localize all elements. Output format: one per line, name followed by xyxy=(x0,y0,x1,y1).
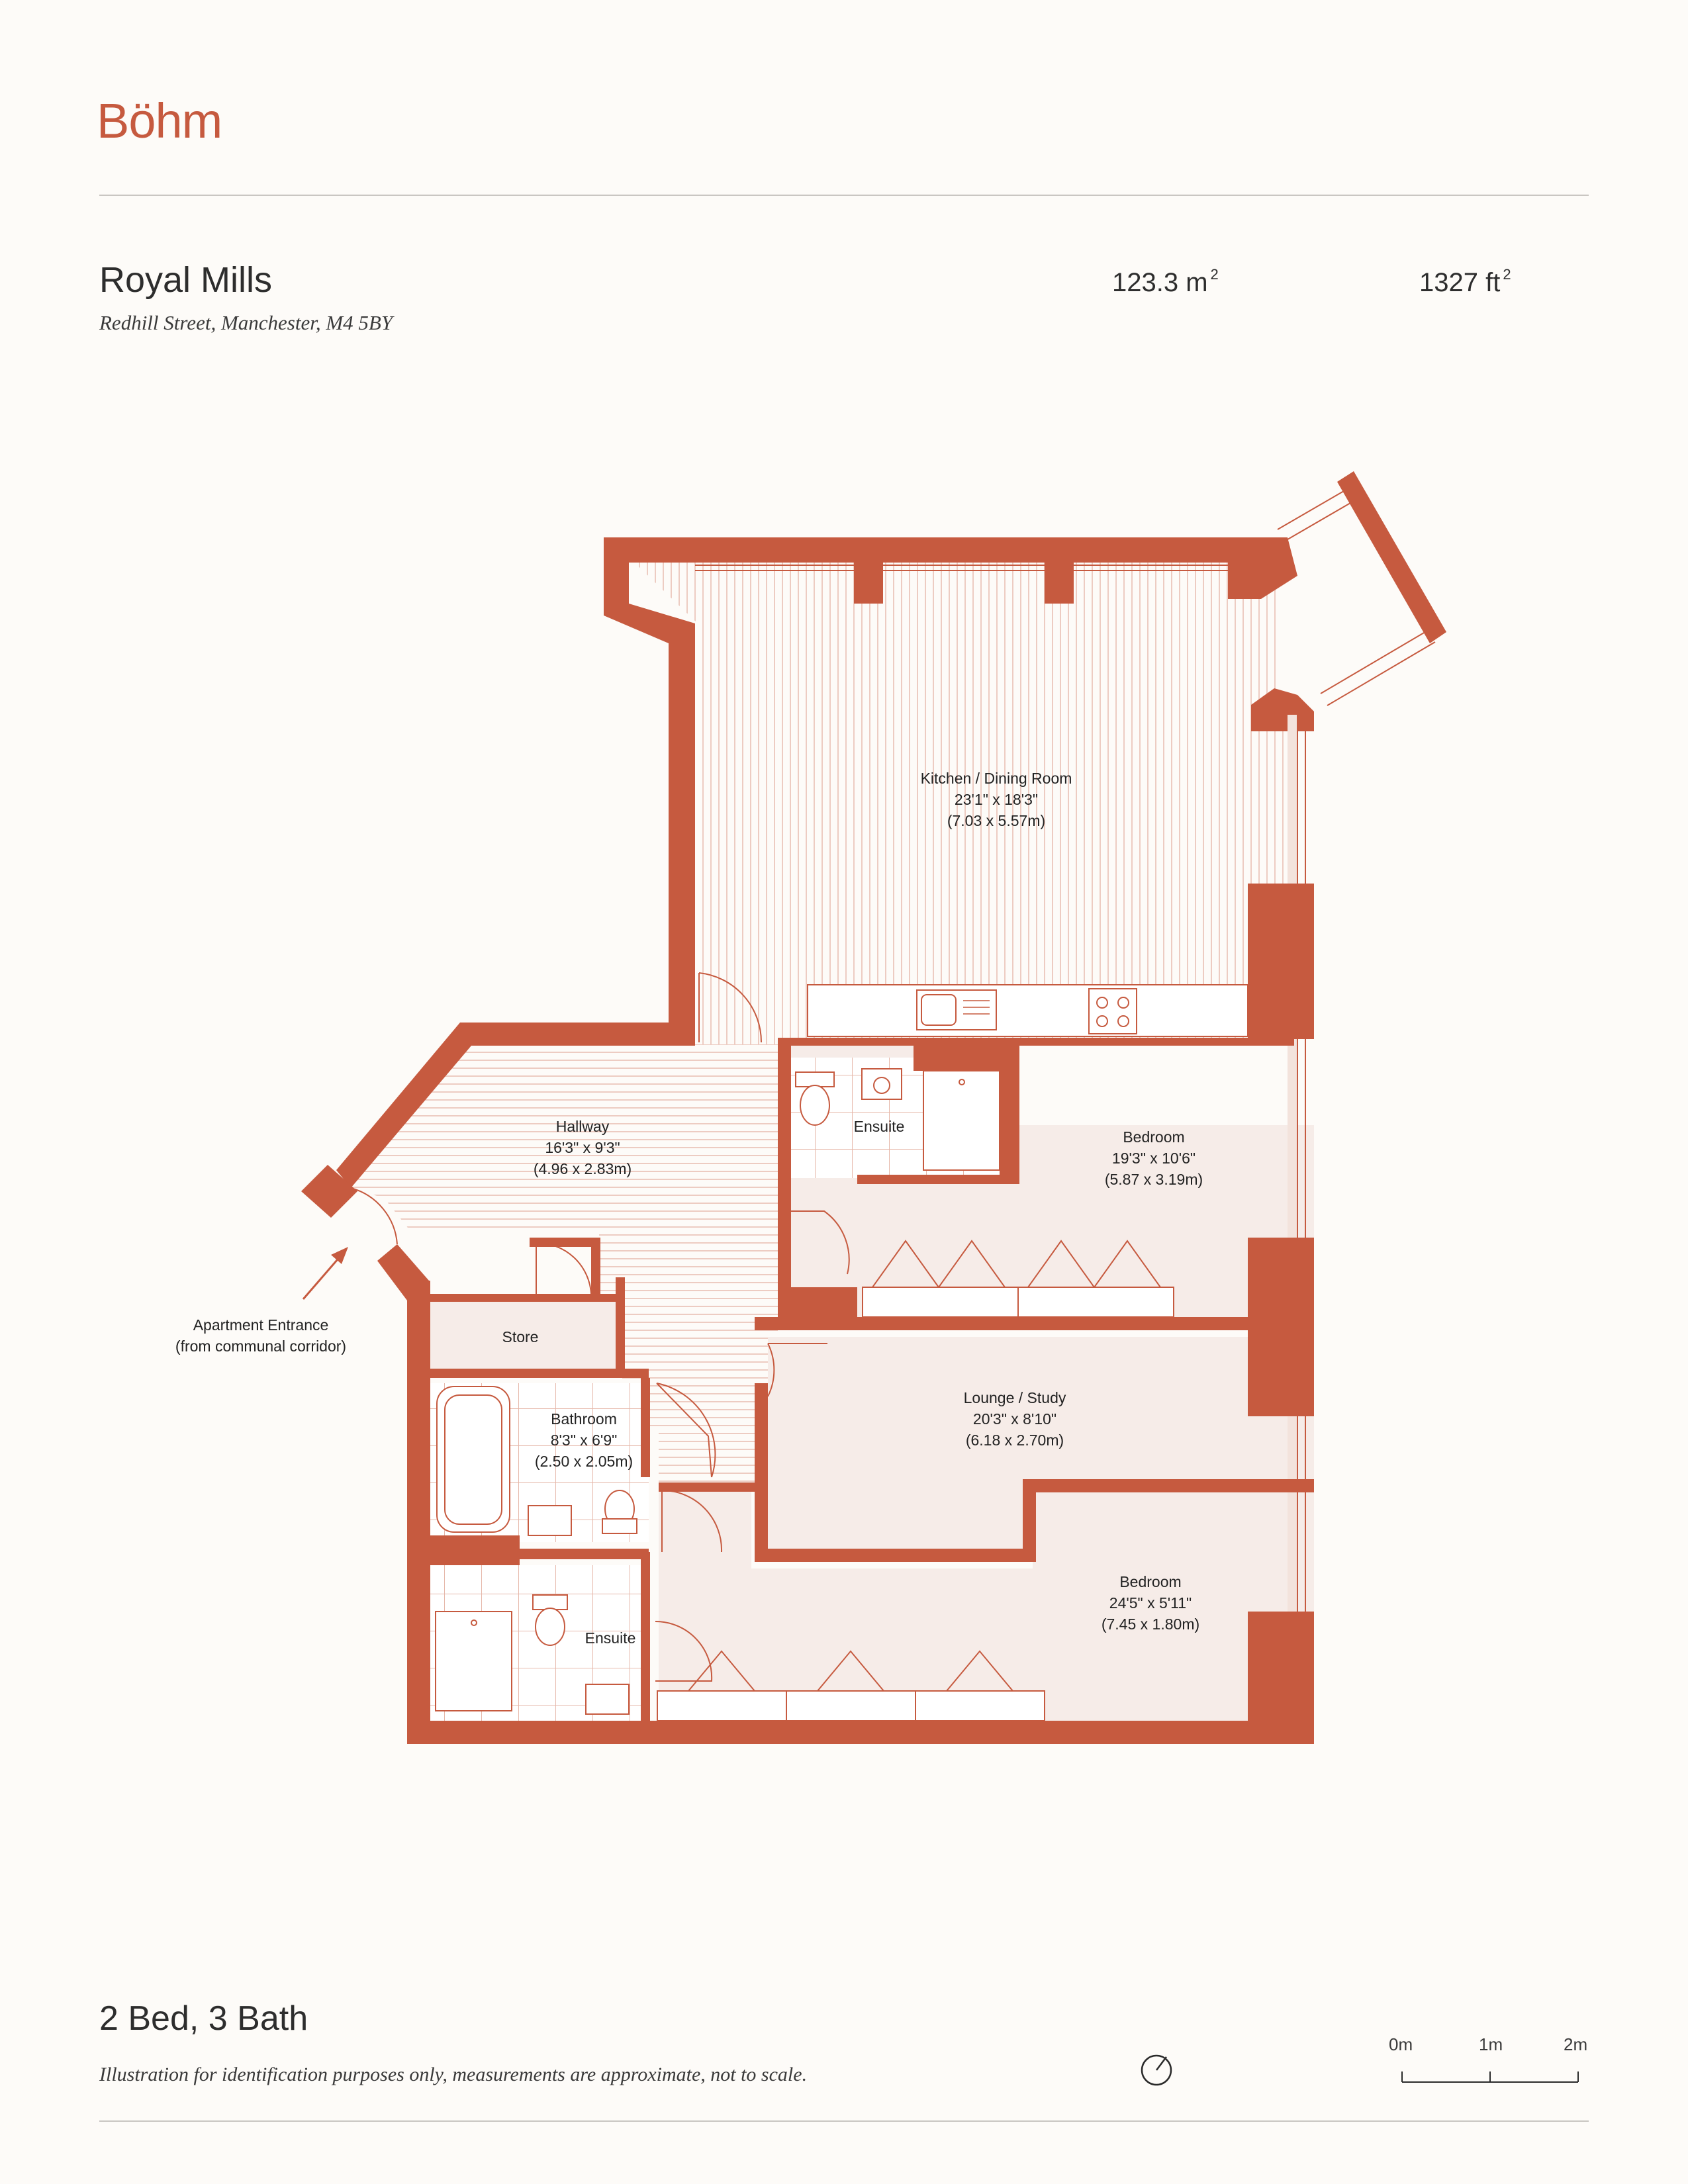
scale-bar xyxy=(1401,2071,1579,2083)
bathroom-fittings xyxy=(436,1386,637,1536)
room-kitchen-name: Kitchen / Dining Room xyxy=(921,770,1072,787)
wardrobe-icon xyxy=(862,1287,1019,1318)
ensuite-1-fittings xyxy=(795,1068,1000,1171)
cistern xyxy=(795,1071,835,1087)
beds-baths-summary: 2 Bed, 3 Bath xyxy=(99,1999,308,2038)
disclaimer: Illustration for identification purposes… xyxy=(99,2064,808,2085)
scale-label-0m: 0m xyxy=(1389,2034,1413,2054)
hallway-floor xyxy=(331,1044,778,1482)
walls xyxy=(301,471,1446,1744)
room-bathroom-imperial: 8'3" x 6'9" xyxy=(551,1432,618,1449)
lounge-floor xyxy=(768,1337,1314,1557)
windows xyxy=(695,490,1436,1612)
room-bathroom-name: Bathroom xyxy=(551,1410,617,1428)
entrance-label-line2: (from communal corridor) xyxy=(175,1338,346,1355)
hob-icon xyxy=(1088,988,1137,1034)
wardrobe-icon xyxy=(1017,1287,1174,1318)
room-hallway-metric: (4.96 x 2.83m) xyxy=(534,1160,632,1177)
room-bedroom-2-metric: (7.45 x 1.80m) xyxy=(1102,1615,1199,1633)
entrance-marker: Apartment Entrance (from communal corrid… xyxy=(175,1247,348,1355)
compass-icon xyxy=(1141,2054,1172,2086)
room-lounge-imperial: 20'3" x 8'10" xyxy=(973,1410,1056,1428)
wardrobes xyxy=(657,1240,1174,1721)
room-hallway-imperial: 16'3" x 9'3" xyxy=(545,1139,620,1156)
shower-icon xyxy=(923,1070,1000,1171)
room-ensuite-1-name: Ensuite xyxy=(854,1118,905,1135)
room-bedroom-1-name: Bedroom xyxy=(1123,1128,1184,1146)
basin xyxy=(528,1505,572,1536)
footer-divider xyxy=(99,2120,1589,2122)
basin xyxy=(585,1684,630,1715)
property-name: Royal Mills xyxy=(99,260,273,300)
toilet-icon xyxy=(535,1608,565,1646)
room-ensuite-2-name: Ensuite xyxy=(585,1629,636,1647)
kitchen-floor xyxy=(629,557,1297,1044)
room-bedroom-1-metric: (5.87 x 3.19m) xyxy=(1105,1171,1203,1188)
scale-label-2m: 2m xyxy=(1564,2034,1588,2054)
entrance-arrow-icon xyxy=(302,1254,343,1300)
room-bedroom-2-imperial: 24'5" x 5'11" xyxy=(1109,1594,1192,1612)
scale-label-1m: 1m xyxy=(1479,2034,1503,2054)
wardrobe-icon xyxy=(786,1690,916,1721)
room-hallway-name: Hallway xyxy=(556,1118,610,1135)
sink-icon xyxy=(916,989,997,1030)
wardrobe-icon xyxy=(657,1690,787,1721)
wardrobe-icon xyxy=(915,1690,1045,1721)
toilet-icon xyxy=(800,1085,830,1126)
store-floor xyxy=(430,1297,622,1369)
shower-icon xyxy=(435,1611,512,1711)
kitchen-counter xyxy=(807,984,1248,1037)
entrance-label-line1: Apartment Entrance xyxy=(193,1316,329,1334)
brand-logo: Böhm xyxy=(97,93,222,148)
room-bathroom-metric: (2.50 x 2.05m) xyxy=(535,1453,633,1470)
room-kitchen-metric: (7.03 x 5.57m) xyxy=(947,812,1045,829)
basin xyxy=(861,1068,902,1100)
room-bedroom-2-name: Bedroom xyxy=(1119,1573,1181,1590)
room-bedroom-1-imperial: 19'3" x 10'6" xyxy=(1112,1150,1196,1167)
wall-kitchen-west xyxy=(604,537,1288,1038)
property-address: Redhill Street, Manchester, M4 5BY xyxy=(99,311,393,334)
ensuite-2-fittings xyxy=(435,1594,630,1715)
room-lounge-name: Lounge / Study xyxy=(964,1389,1066,1406)
wall-south xyxy=(407,1721,1314,1744)
room-kitchen-imperial: 23'1" x 18'3" xyxy=(955,791,1038,808)
room-lounge-metric: (6.18 x 2.70m) xyxy=(966,1432,1064,1449)
room-store-name: Store xyxy=(502,1328,539,1345)
bedroom-2-floor xyxy=(659,1482,1314,1734)
header-divider xyxy=(99,195,1589,196)
doors xyxy=(350,972,850,1682)
